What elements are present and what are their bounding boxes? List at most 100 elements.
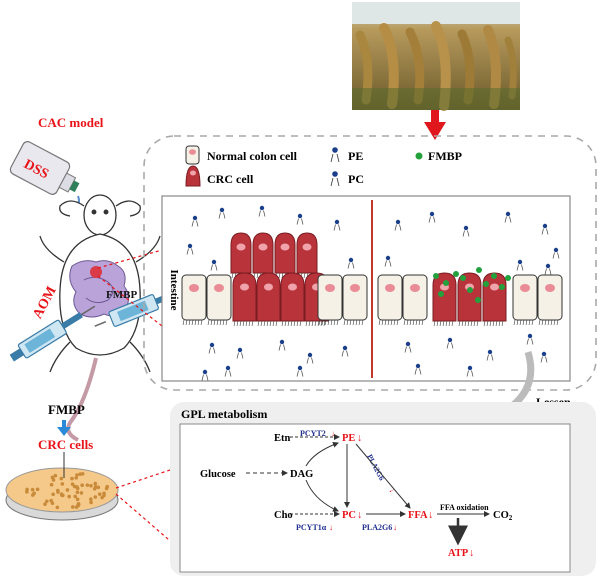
cell-colony-dot <box>60 477 64 481</box>
cell-colony-dot <box>80 483 84 487</box>
crc-cell <box>297 233 317 278</box>
cell-colony-dot <box>93 482 97 486</box>
lipid-head <box>386 256 390 260</box>
cell-nucleus <box>545 284 555 292</box>
lipid-head <box>308 353 312 357</box>
normal-colon-cell <box>403 275 427 325</box>
crc-cell <box>275 233 295 278</box>
cell-body <box>182 275 206 320</box>
lipid-head <box>543 224 547 228</box>
lipid-head <box>518 260 522 264</box>
cell-colony-dot <box>76 498 80 502</box>
node-dag: DAG <box>290 469 313 480</box>
lipid-head <box>528 334 532 338</box>
cell-nucleus <box>240 284 249 291</box>
cell-colony-dot <box>61 482 65 486</box>
crc-cell <box>253 233 273 278</box>
lipid-head <box>260 206 264 210</box>
cell-nucleus <box>325 284 335 292</box>
cell-colony-dot <box>100 496 104 500</box>
cell-colony-dot <box>25 490 29 494</box>
lipid-head <box>542 352 546 356</box>
crc-cells-label: CRC cells <box>38 437 93 452</box>
cell-colony-dot <box>52 478 56 482</box>
crc-cell-legend-icon <box>186 166 200 186</box>
lipid-head <box>188 244 192 248</box>
cell-colony-dot <box>89 497 93 501</box>
crc-cell <box>233 273 256 326</box>
cell-body <box>281 273 304 321</box>
cell-body <box>483 273 506 321</box>
pla2g6-down-arrow: ↓ <box>393 523 397 532</box>
cell-colony-dot <box>71 505 75 509</box>
millet-photo <box>352 2 520 110</box>
lipid-head <box>554 248 558 252</box>
cell-nucleus <box>410 284 420 292</box>
ffa-oxidation-label: FFA oxidation <box>440 503 489 512</box>
normal-colon-cell <box>513 275 537 325</box>
cell-colony-dot <box>60 492 64 496</box>
lipid-head <box>506 212 510 216</box>
cell-colony-dot <box>70 477 74 481</box>
cell-colony-dot <box>74 476 78 480</box>
cell-body <box>343 275 367 320</box>
legend-pe-label: PE <box>348 149 363 163</box>
cell-nucleus <box>237 244 246 251</box>
lipid-head <box>448 338 452 342</box>
lipid-head <box>210 343 214 347</box>
cell-colony-dot <box>86 483 90 487</box>
pc-down-arrow: ↓ <box>357 510 362 521</box>
lipid-head <box>212 260 216 264</box>
legend-pc-label: PC <box>348 172 364 186</box>
cell-colony-dot <box>71 482 75 486</box>
lipid-head <box>220 208 224 212</box>
cell-nucleus <box>288 284 297 291</box>
fmbp-dot <box>460 275 466 281</box>
enzyme-pcyt1a: PCYT1α <box>296 523 327 532</box>
intestine-label: Intestine <box>168 270 180 311</box>
fmbp-dot <box>443 280 449 286</box>
lipid-head <box>226 366 230 370</box>
gpl-title: GPL metabolism <box>181 407 267 421</box>
crc-cell <box>483 273 506 326</box>
atp-down-arrow: ↓ <box>469 548 474 559</box>
lipid-head <box>464 226 468 230</box>
cell-body <box>538 275 562 320</box>
dish-zoom-top <box>116 468 176 488</box>
gpl-inner-panel <box>180 424 570 572</box>
node-glucose: Glucose <box>200 469 236 480</box>
cell-nucleus <box>214 284 224 292</box>
cell-colony-dot <box>51 501 55 505</box>
node-cho: Cho <box>274 510 293 521</box>
cell-colony-dot <box>31 493 35 497</box>
cell-nucleus <box>189 284 199 292</box>
cell-colony-dot <box>56 489 60 493</box>
fmbp-dot <box>491 273 497 279</box>
crc-cell <box>257 273 280 326</box>
legend-crc-label: CRC cell <box>207 172 254 186</box>
cell-body <box>253 233 273 273</box>
fmbp-dot <box>476 267 482 273</box>
cell-body <box>207 275 231 320</box>
lipid-head <box>396 220 400 224</box>
enzyme-pla2g6: PLA2G6 <box>362 523 392 532</box>
cell-nucleus <box>350 284 360 292</box>
dish-zoom-bottom <box>116 494 176 546</box>
fmbp-dot <box>438 291 444 297</box>
cell-colony-dot <box>94 485 98 489</box>
pc-legend-icon <box>331 171 339 186</box>
cell-colony-dot <box>36 488 40 492</box>
cell-colony-dot <box>94 495 98 499</box>
cell-nucleus <box>281 244 290 251</box>
cell-colony-dot <box>89 484 93 488</box>
petri-dish-icon <box>6 468 118 520</box>
pe-legend-icon <box>331 147 339 162</box>
cell-colony-dot <box>75 505 79 509</box>
legend-fmbp-label: FMBP <box>428 149 462 163</box>
node-etn: Etn <box>274 433 291 444</box>
normal-colon-cell <box>378 275 402 325</box>
lipid-head <box>298 214 302 218</box>
cell-colony-dot <box>76 490 80 494</box>
cell-nucleus <box>490 284 499 291</box>
node-pe: PE <box>342 433 355 444</box>
